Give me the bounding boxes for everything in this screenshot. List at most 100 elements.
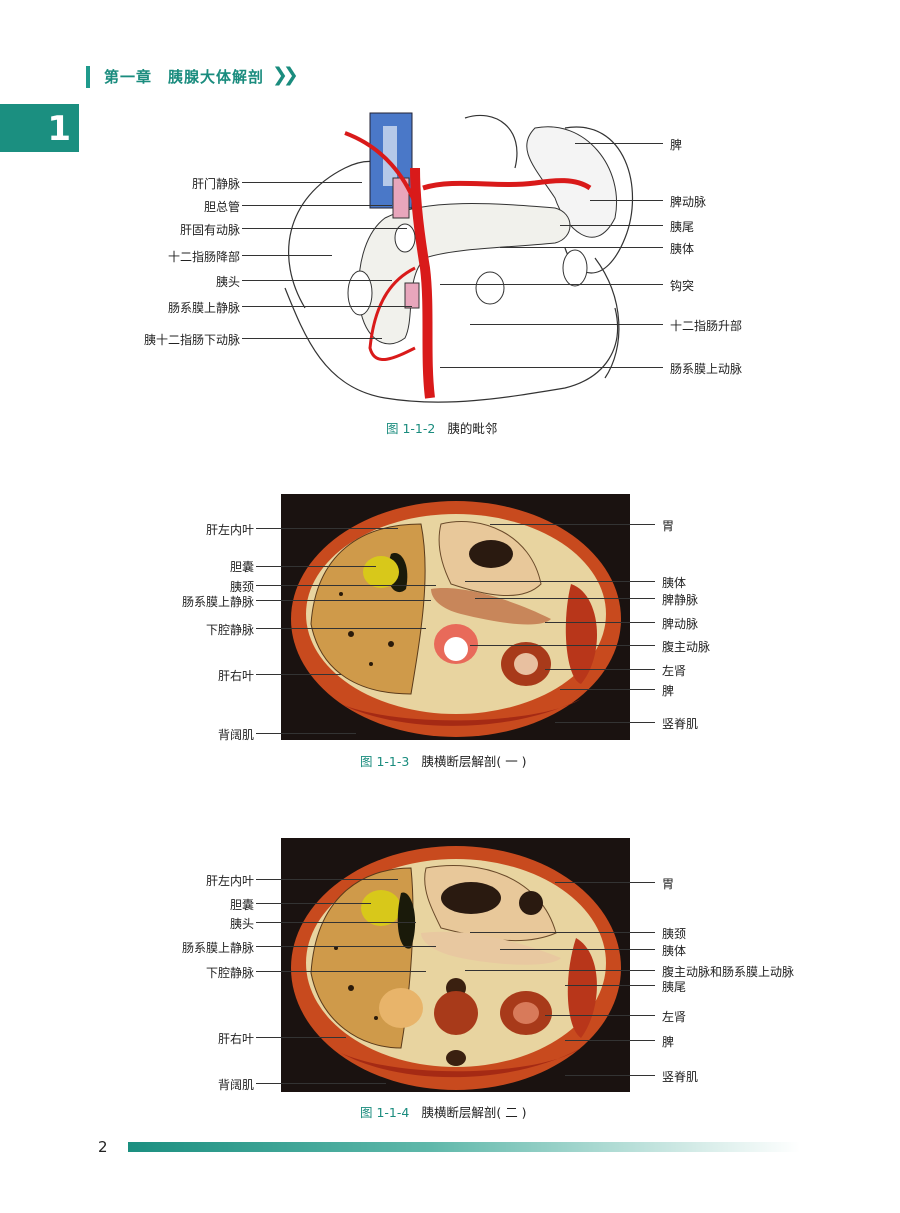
leader-line	[256, 628, 426, 629]
leader-line	[465, 581, 655, 582]
caption-text: 胰横断层解剖( 一 )	[421, 754, 527, 769]
leader-line	[490, 524, 655, 525]
leader-line	[565, 1040, 655, 1041]
cross-section-image-2	[281, 838, 630, 1092]
label-uncinate-process: 钩突	[670, 279, 695, 293]
label-pancreas-neck: 胰颈	[662, 927, 687, 941]
label-pancreas-head: 胰头	[215, 275, 240, 289]
label-superior-mesenteric-vein: 肠系膜上静脉	[181, 941, 254, 955]
leader-line	[470, 932, 655, 933]
label-gallbladder: 胆囊	[229, 898, 254, 912]
leader-line	[256, 1037, 346, 1038]
chapter-number-tab: 1	[0, 104, 79, 152]
chapter-title: 第一章 胰腺大体解剖	[104, 68, 265, 86]
caption-number: 图 1-1-4	[360, 1105, 410, 1120]
caption-1-1-2: 图 1-1-2 胰的毗邻	[386, 418, 497, 437]
label-aorta-and-sma: 腹主动脉和肠系膜上动脉	[662, 965, 795, 979]
leader-line	[560, 225, 663, 226]
leader-line	[256, 566, 376, 567]
label-pancreas-tail: 胰尾	[670, 220, 695, 234]
chevron-right-icon: ❯❯	[272, 64, 299, 86]
label-spleen: 脾	[662, 1035, 675, 1049]
caption-number: 图 1-1-2	[386, 421, 436, 436]
label-inferior-vena-cava: 下腔静脉	[205, 623, 254, 637]
label-spleen: 脾	[670, 138, 683, 152]
leader-line	[256, 903, 371, 904]
leader-line	[575, 143, 663, 144]
leader-line	[560, 689, 655, 690]
label-abdominal-aorta: 腹主动脉	[662, 640, 711, 654]
leader-line	[242, 205, 392, 206]
leader-line	[440, 284, 663, 285]
label-left-medial-lobe: 肝左内叶	[205, 523, 254, 537]
label-gallbladder: 胆囊	[229, 560, 254, 574]
label-erector-spinae: 竖脊肌	[662, 1070, 699, 1084]
leader-line	[242, 255, 332, 256]
label-descending-duodenum: 十二指肠降部	[167, 250, 240, 264]
leader-line	[256, 585, 436, 586]
label-stomach: 胃	[662, 877, 675, 891]
label-pancreas-body: 胰体	[670, 242, 695, 256]
caption-1-1-4: 图 1-1-4 胰横断层解剖( 二 )	[360, 1102, 527, 1121]
leader-line	[256, 528, 398, 529]
leader-line	[256, 1083, 386, 1084]
label-proper-hepatic-artery: 肝固有动脉	[179, 223, 240, 237]
label-pancreas-body: 胰体	[662, 576, 687, 590]
label-right-lobe: 肝右叶	[217, 1032, 254, 1046]
label-pancreas-tail: 胰尾	[662, 980, 687, 994]
label-left-medial-lobe: 肝左内叶	[205, 874, 254, 888]
label-left-kidney: 左肾	[662, 1010, 687, 1024]
label-stomach: 胃	[662, 519, 675, 533]
label-left-kidney: 左肾	[662, 664, 687, 678]
label-superior-mesenteric-artery: 肠系膜上动脉	[670, 362, 743, 376]
label-splenic-artery: 脾动脉	[662, 617, 699, 631]
leader-line	[256, 879, 398, 880]
leader-line	[256, 971, 426, 972]
leader-line	[465, 970, 655, 971]
label-spleen: 脾	[662, 684, 675, 698]
label-pancreas-body: 胰体	[662, 944, 687, 958]
leader-line	[242, 228, 407, 229]
leader-line	[500, 949, 655, 950]
leader-line	[256, 922, 416, 923]
leader-line	[242, 338, 382, 339]
label-common-bile-duct: 胆总管	[203, 200, 240, 214]
page-number: 2	[98, 1138, 108, 1156]
leader-line	[565, 985, 655, 986]
label-pancreas-neck: 胰颈	[229, 580, 254, 594]
leader-line	[545, 622, 655, 623]
leader-line	[545, 1015, 655, 1016]
leader-line	[500, 247, 663, 248]
label-inferior-vena-cava: 下腔静脉	[205, 966, 254, 980]
label-latissimus-dorsi: 背阔肌	[217, 1078, 254, 1092]
pancreas-anatomy-illustration	[284, 112, 633, 403]
caption-text: 胰横断层解剖( 二 )	[421, 1105, 527, 1120]
label-ascending-duodenum: 十二指肠升部	[670, 319, 743, 333]
leader-line	[242, 306, 412, 307]
leader-line	[545, 669, 655, 670]
leader-line	[475, 598, 655, 599]
cross-section-image-1	[281, 494, 630, 740]
label-superior-mesenteric-vein: 肠系膜上静脉	[167, 301, 240, 315]
leader-line	[440, 367, 663, 368]
leader-line	[470, 645, 655, 646]
leader-line	[555, 882, 655, 883]
leader-line	[242, 182, 362, 183]
label-inferior-pancreaticoduodenal-artery: 胰十二指肠下动脉	[143, 333, 240, 347]
leader-line	[565, 1075, 655, 1076]
label-right-lobe: 肝右叶	[217, 669, 254, 683]
footer-gradient-bar	[128, 1142, 800, 1152]
leader-line	[470, 324, 663, 325]
label-splenic-artery: 脾动脉	[670, 195, 707, 209]
leader-line	[242, 280, 392, 281]
leader-line	[256, 733, 356, 734]
leader-line	[256, 674, 341, 675]
leader-line	[256, 946, 436, 947]
header-accent-bar	[86, 66, 90, 88]
label-latissimus-dorsi: 背阔肌	[217, 728, 254, 742]
label-splenic-vein: 脾静脉	[662, 593, 699, 607]
leader-line	[256, 600, 431, 601]
leader-line	[555, 722, 655, 723]
caption-text: 胰的毗邻	[447, 421, 498, 436]
